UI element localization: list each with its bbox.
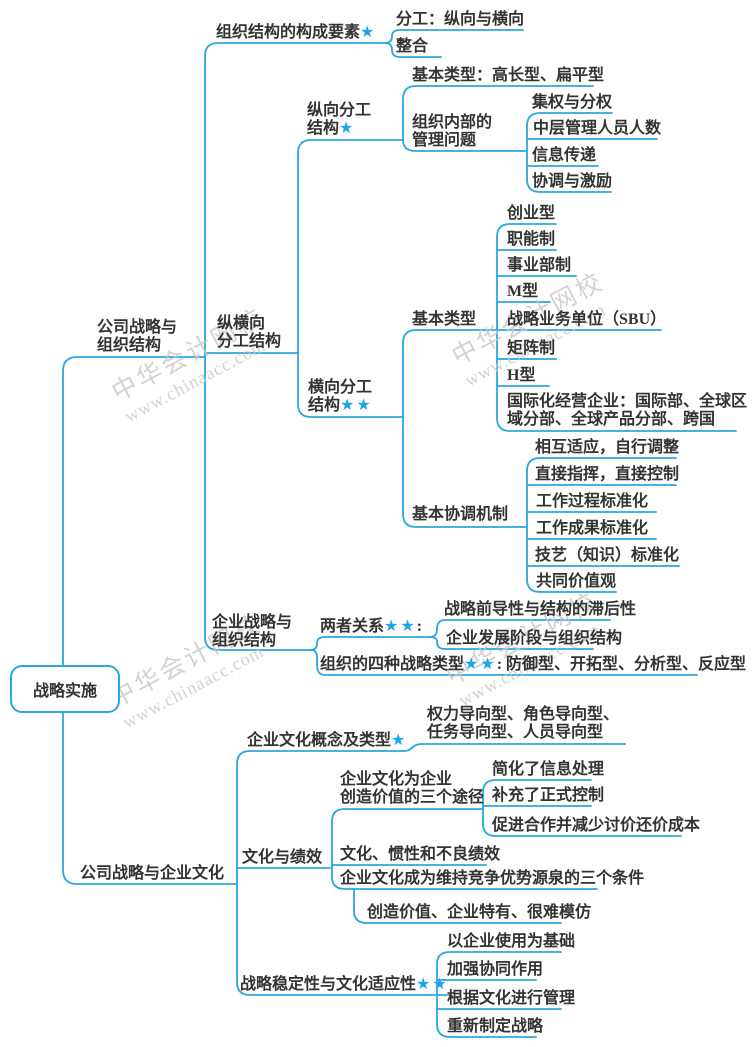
node-org-structure-elements: 组织结构的构成要素★ xyxy=(216,24,377,41)
node-strategy-leading-structure-lag: 战略前导性与结构的滞后性 xyxy=(444,601,637,618)
node-centralization-decentralization: 集权与分权 xyxy=(532,94,613,111)
node-basic-types: 基本类型 xyxy=(412,311,477,328)
node-work-process-standardization: 工作过程标准化 xyxy=(536,493,649,510)
node-enterprise-strategy-org-structure: 企业战略与组织结构 xyxy=(212,614,293,649)
node-three-conditions-advantage: 企业文化成为维持竞争优势源泉的三个条件 xyxy=(340,870,645,887)
star-rating: ★★ xyxy=(416,976,449,993)
node-horizontal-division-structure: 横向分工结构★★ xyxy=(308,379,373,414)
node-strategy-stability-culture-adaptability: 战略稳定性与文化适应性★★ xyxy=(240,976,449,993)
star-rating: ★ xyxy=(339,120,356,137)
node-middle-managers-count: 中层管理人员人数 xyxy=(533,120,662,137)
node-mutual-adjustment: 相互适应，自行调整 xyxy=(535,439,680,456)
node-coordination-motivation: 协调与激励 xyxy=(532,173,613,190)
root-topic: 战略实施 xyxy=(10,665,120,713)
node-output-standardization: 工作成果标准化 xyxy=(536,520,649,537)
node-entrepreneurial: 创业型 xyxy=(507,205,556,222)
node-functional: 职能制 xyxy=(507,231,556,248)
node-skills-standardization: 技艺（知识）标准化 xyxy=(535,547,680,564)
node-division-vertical-horizontal: 分工：纵向与横向 xyxy=(396,11,525,28)
node-basic-types-tall-flat: 基本类型：高长型、扁平型 xyxy=(412,67,605,84)
node-international-operations: 国际化经营企业：国际部、全球区域分部、全球产品分部、跨国 xyxy=(507,393,748,428)
star-rating: ★★ xyxy=(384,618,417,635)
node-relationship-between-two: 两者关系★★: xyxy=(320,618,423,635)
node-shared-values: 共同价值观 xyxy=(536,573,617,590)
star-rating: ★★ xyxy=(340,397,373,414)
node-integration: 整合 xyxy=(396,38,429,55)
node-vertical-division-structure: 纵向分工结构★ xyxy=(307,102,372,137)
node-culture-performance: 文化与绩效 xyxy=(242,849,323,866)
node-three-ways-create-value: 企业文化为企业创造价值的三个途径 xyxy=(340,771,485,806)
node-strengthen-synergy: 加强协同作用 xyxy=(447,961,544,978)
node-supplemented-formal-control: 补充了正式控制 xyxy=(492,787,605,804)
node-matrix: 矩阵制 xyxy=(507,340,556,357)
node-internal-management-issues: 组织内部的管理问题 xyxy=(412,114,493,149)
node-promote-cooperation: 促进合作并减少讨价还价成本 xyxy=(492,817,701,834)
node-direct-supervision: 直接指挥，直接控制 xyxy=(535,466,680,483)
node-reformulate-strategy: 重新制定战略 xyxy=(447,1018,544,1035)
node-four-strategy-types: 组织的四种战略类型★★: 防御型、开拓型、分析型、反应型 xyxy=(320,656,747,673)
node-culture-concept-types: 企业文化概念及类型★ xyxy=(247,732,408,749)
node-orientation-types: 权力导向型、角色导向型、任务导向型、人员导向型 xyxy=(427,706,620,741)
star-rating: ★ xyxy=(391,732,408,749)
star-rating: ★★ xyxy=(464,656,497,673)
node-divisional: 事业部制 xyxy=(507,257,572,274)
node-information-transfer: 信息传递 xyxy=(532,147,597,164)
node-m-form: M型 xyxy=(507,283,539,300)
star-rating: ★ xyxy=(360,24,377,41)
node-sbu: 战略业务单位（SBU） xyxy=(507,311,667,328)
node-basic-coordination-mechanisms: 基本协调机制 xyxy=(412,506,509,523)
branch-company-strategy-culture: 公司战略与企业文化 xyxy=(80,865,225,882)
node-vertical-horizontal-division-structure: 纵横向分工结构 xyxy=(217,315,282,350)
root-topic-label: 战略实施 xyxy=(32,683,97,700)
node-development-stage-org-structure: 企业发展阶段与组织结构 xyxy=(446,630,623,647)
node-create-value-unique-hard-imitate: 创造价值、企业特有、很难模仿 xyxy=(367,904,592,921)
node-simplified-info-processing: 简化了信息处理 xyxy=(492,761,605,778)
node-manage-by-culture: 根据文化进行管理 xyxy=(447,990,576,1007)
node-h-form: H型 xyxy=(507,367,536,384)
node-culture-inertia-poor-performance: 文化、惯性和不良绩效 xyxy=(340,846,501,863)
node-based-on-enterprise-use: 以企业使用为基础 xyxy=(447,933,576,950)
branch-company-strategy-org-structure: 公司战略与组织结构 xyxy=(97,319,178,354)
